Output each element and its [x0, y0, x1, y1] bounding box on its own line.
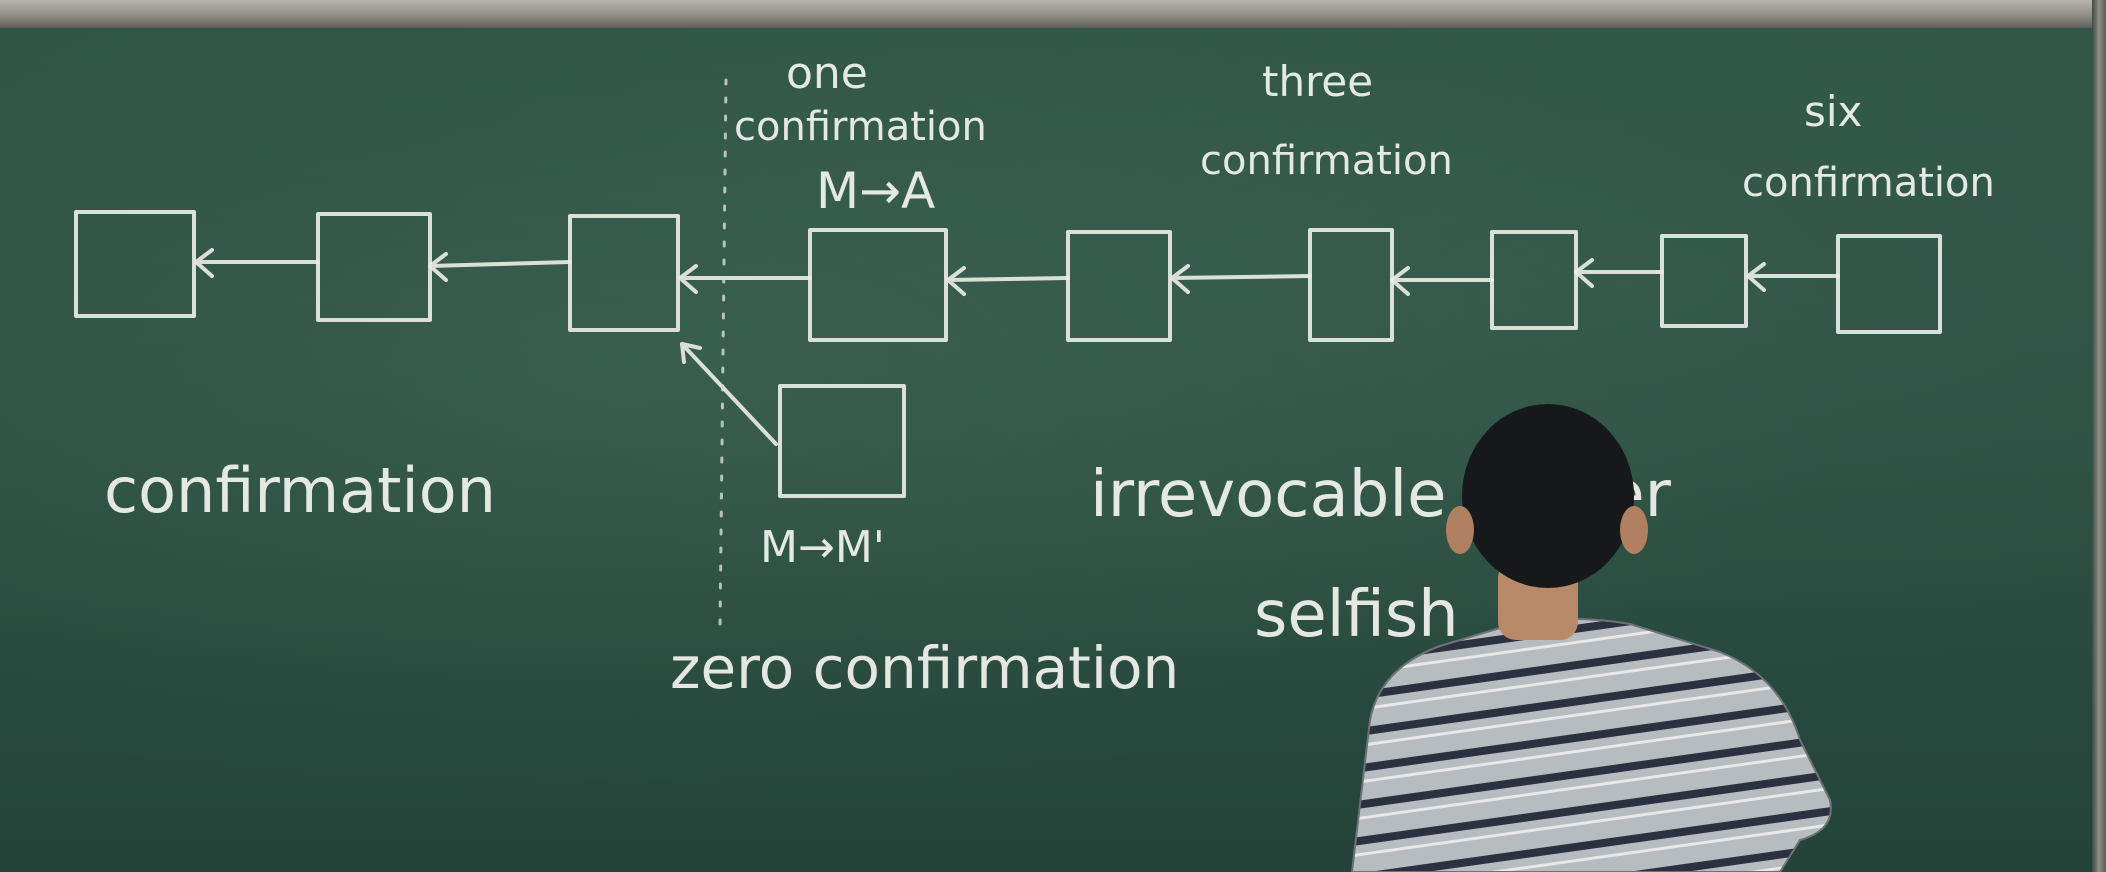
- left-ear: [1446, 506, 1474, 554]
- block-3: [568, 214, 680, 332]
- striped-shirt: [1350, 617, 1832, 872]
- arrow-3-2: [428, 252, 572, 282]
- arrow-6-5: [1170, 264, 1312, 294]
- label-zero-confirmation: zero confirmation: [670, 634, 1179, 702]
- block-4: [808, 228, 948, 342]
- label-selfish: selfish: [1254, 578, 1459, 652]
- label-m-to-m-prime: M→M': [760, 522, 885, 573]
- block-6: [1308, 228, 1394, 342]
- arrow-7-6: [1390, 266, 1494, 296]
- fork-block: [778, 384, 906, 498]
- arrow-fork-3: [680, 342, 778, 446]
- block-5: [1066, 230, 1172, 342]
- label-six-confirmation: confirmation: [1742, 160, 1995, 206]
- arrow-4-3: [678, 264, 812, 294]
- label-one-confirmation: confirmation: [734, 104, 987, 150]
- arrow-8-7: [1574, 258, 1664, 288]
- divider-line: [718, 78, 728, 630]
- block-7: [1490, 230, 1578, 330]
- chain-arrows: [194, 248, 1840, 446]
- arrow-5-4: [946, 266, 1070, 296]
- board-frame-right: [2092, 0, 2106, 872]
- head-hair: [1462, 404, 1634, 588]
- block-2: [316, 212, 432, 322]
- block-8: [1660, 234, 1748, 328]
- label-six: six: [1804, 87, 1862, 136]
- block-chain: [74, 210, 1942, 498]
- block-1: [74, 210, 196, 318]
- label-three-confirmation: confirmation: [1200, 138, 1453, 184]
- arrow-2-1: [194, 248, 320, 278]
- block-9: [1836, 234, 1942, 334]
- label-m-to-a: M→A: [816, 162, 935, 220]
- label-confirmation: confirmation: [104, 454, 496, 527]
- chalk-labels: one confirmation M→A three confirmation …: [104, 48, 1995, 702]
- label-one: one: [786, 48, 868, 99]
- right-ear: [1620, 506, 1648, 554]
- lecturer: [1350, 404, 1832, 872]
- board-frame-top: [0, 0, 2106, 28]
- label-three: three: [1262, 57, 1373, 106]
- arrow-9-8: [1746, 262, 1840, 292]
